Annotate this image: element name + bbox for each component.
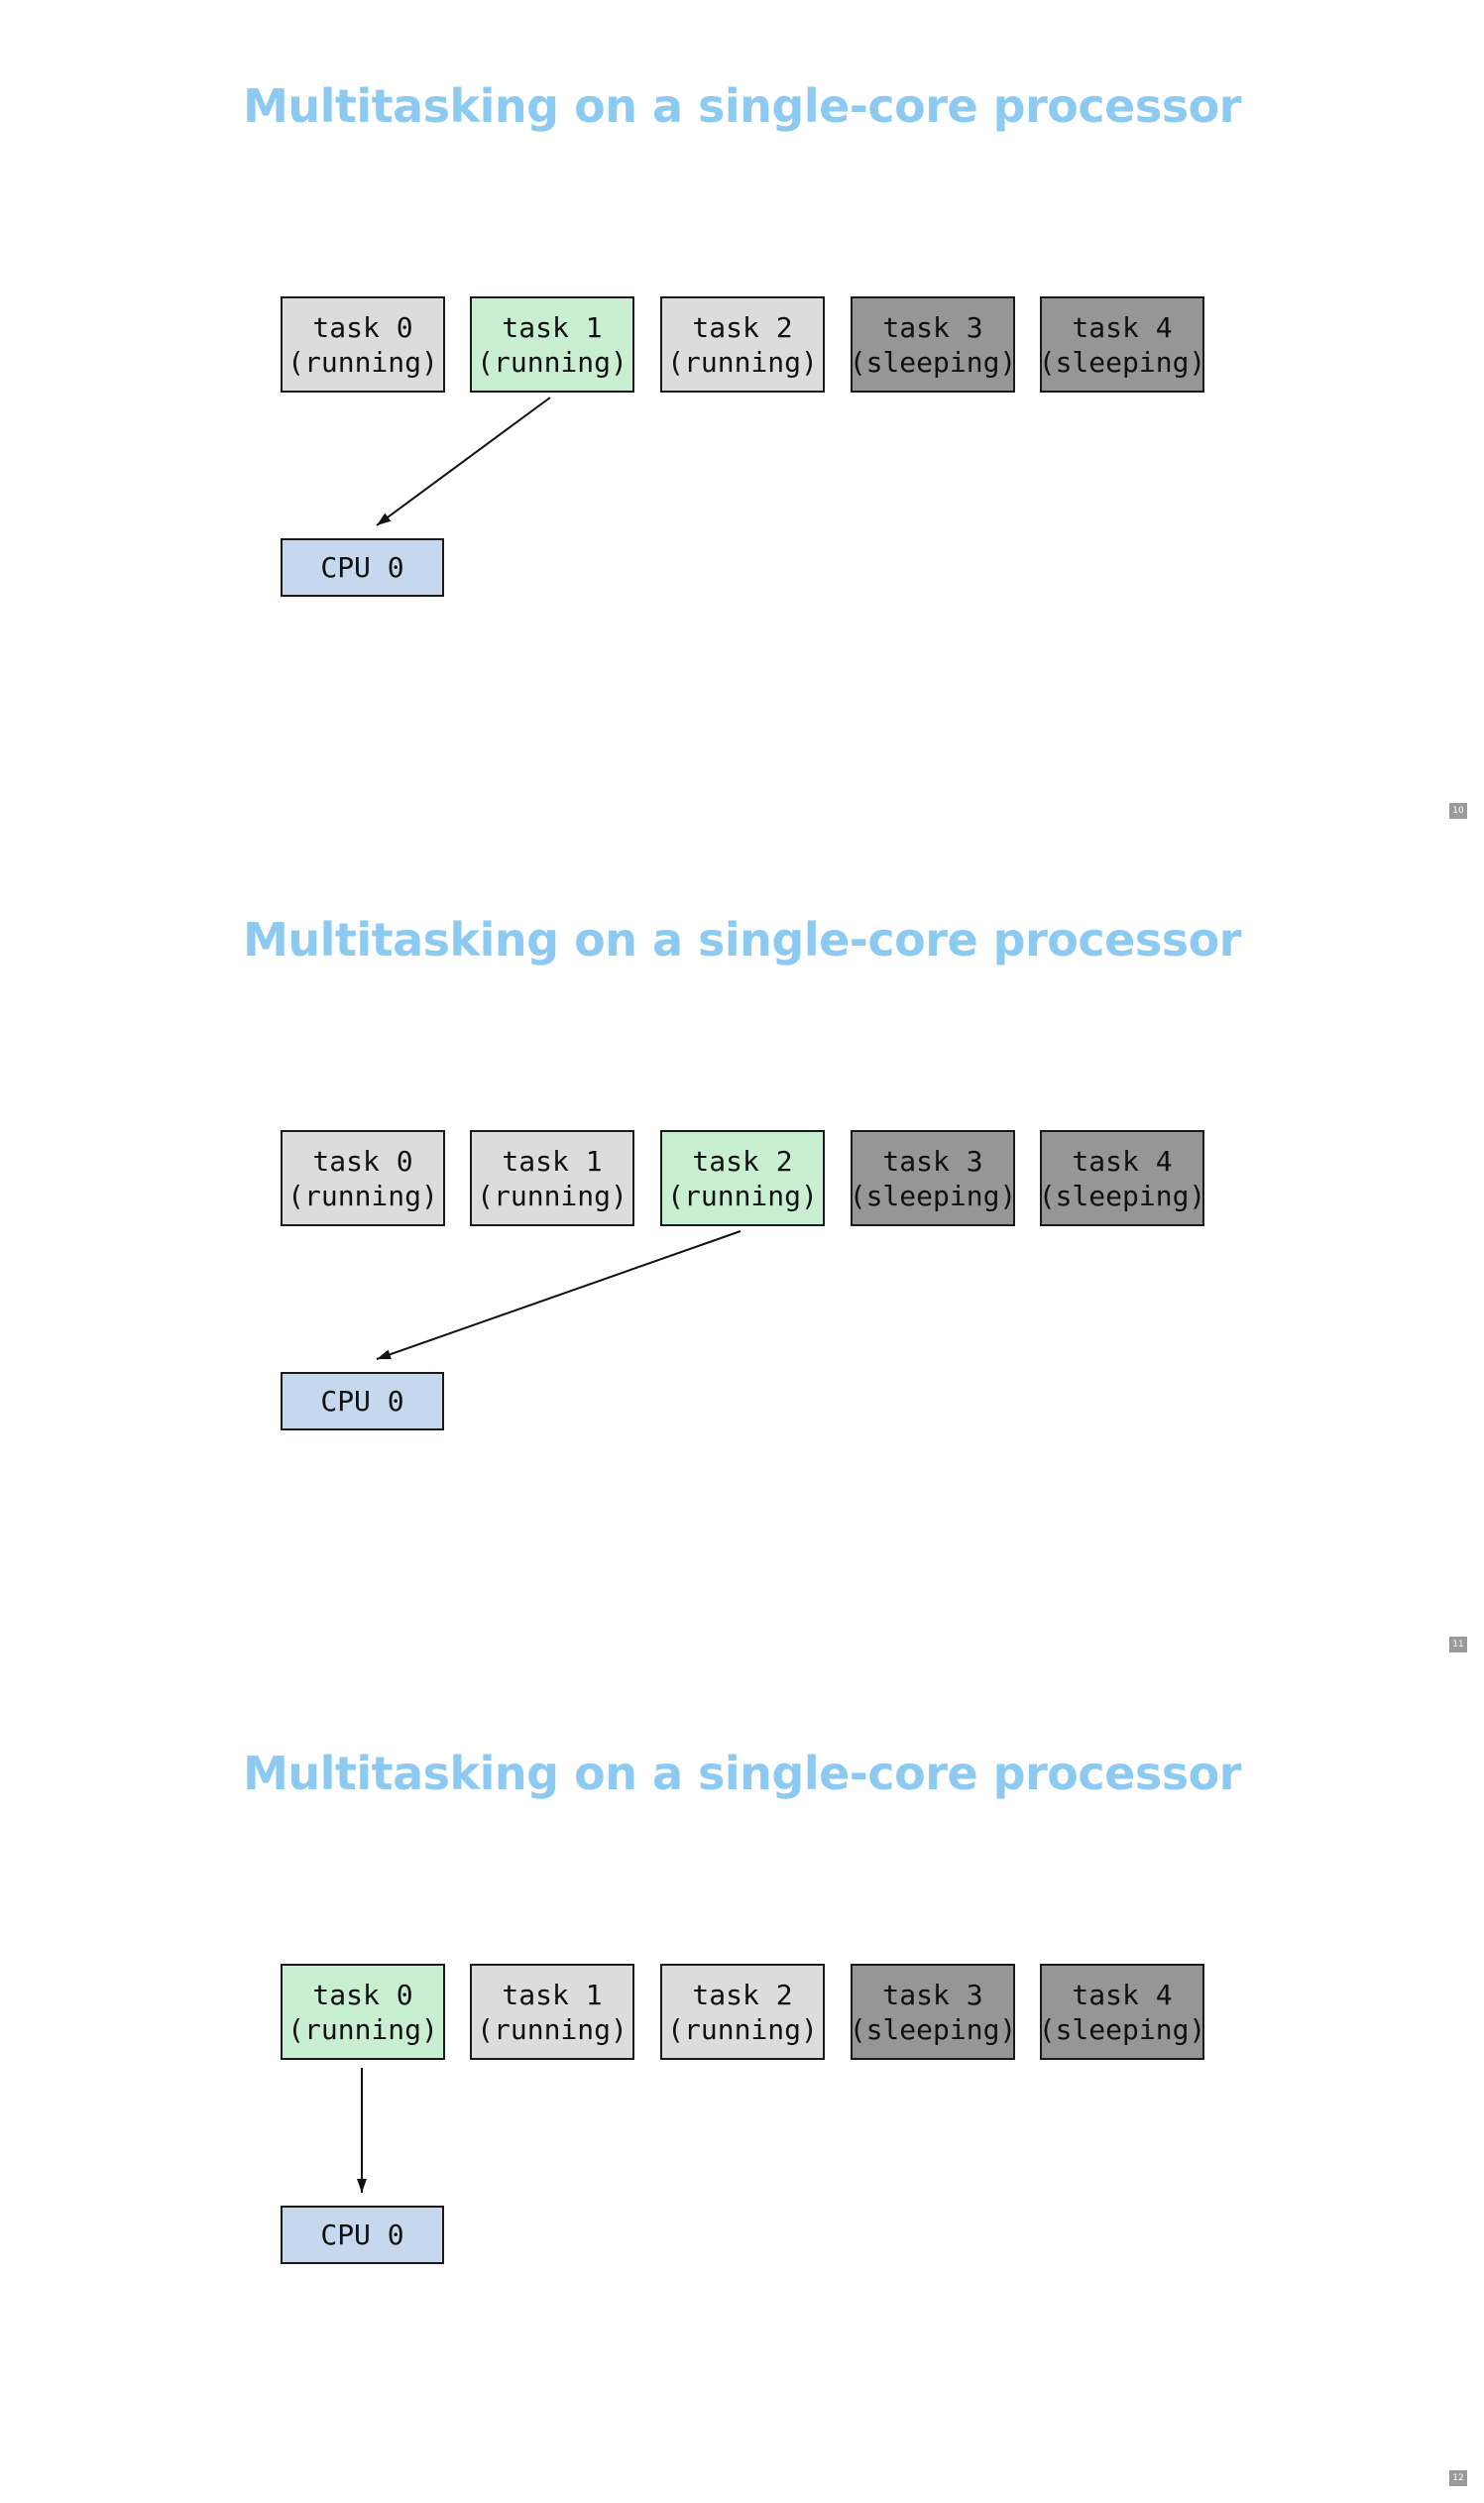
schedule-arrow bbox=[376, 1230, 742, 1360]
task-state: (running) bbox=[477, 1179, 628, 1212]
task-name: task 1 bbox=[502, 1978, 603, 2011]
page-number: 11 bbox=[1449, 1637, 1467, 1652]
task-state: (running) bbox=[287, 345, 438, 379]
arrow-head bbox=[357, 2179, 367, 2193]
task-name: task 1 bbox=[502, 310, 603, 344]
schedule-arrow bbox=[376, 397, 551, 526]
task-state: (sleeping) bbox=[849, 1179, 1017, 1212]
task-state: (sleeping) bbox=[1038, 1179, 1206, 1212]
slide-title: Multitasking on a single-core processor bbox=[243, 79, 1241, 133]
task-state: (running) bbox=[667, 2012, 818, 2046]
task-state: (running) bbox=[477, 2012, 628, 2046]
task-state: (running) bbox=[287, 1179, 438, 1212]
task-box-0: task 0(running) bbox=[281, 1130, 445, 1226]
task-box-4: task 4(sleeping) bbox=[1038, 1130, 1206, 1226]
slide-12: Multitasking on a single-core processor t… bbox=[0, 1667, 1484, 2501]
task-state: (running) bbox=[667, 1179, 818, 1212]
arrow-head bbox=[377, 1349, 392, 1360]
task-state: (running) bbox=[477, 345, 628, 379]
task-name: task 3 bbox=[882, 1978, 983, 2011]
task-state: (sleeping) bbox=[1038, 2012, 1206, 2046]
task-box-1: task 1(running) bbox=[470, 296, 634, 393]
task-state: (running) bbox=[287, 2012, 438, 2046]
task-box-0: task 0(running) bbox=[281, 1964, 445, 2060]
task-name: task 2 bbox=[692, 310, 793, 344]
task-box-1: task 1(running) bbox=[470, 1130, 634, 1226]
cpu-label: CPU 0 bbox=[320, 1385, 404, 1418]
task-state: (running) bbox=[667, 345, 818, 379]
task-box-4: task 4(sleeping) bbox=[1038, 1964, 1206, 2060]
arrow-head bbox=[377, 512, 392, 525]
task-name: task 3 bbox=[882, 1144, 983, 1178]
task-state: (sleeping) bbox=[849, 2012, 1017, 2046]
task-box-4: task 4(sleeping) bbox=[1038, 296, 1206, 393]
slide-title: Multitasking on a single-core processor bbox=[243, 913, 1241, 967]
task-box-1: task 1(running) bbox=[470, 1964, 634, 2060]
schedule-arrow bbox=[357, 2068, 367, 2193]
cpu-box: CPU 0 bbox=[281, 2206, 444, 2264]
slide-11: Multitasking on a single-core processor t… bbox=[0, 834, 1484, 1667]
task-box-3: task 3(sleeping) bbox=[849, 1130, 1017, 1226]
task-box-0: task 0(running) bbox=[281, 296, 445, 393]
task-name: task 3 bbox=[882, 310, 983, 344]
task-box-3: task 3(sleeping) bbox=[849, 296, 1017, 393]
task-name: task 0 bbox=[312, 1978, 413, 2011]
task-name: task 4 bbox=[1072, 1978, 1173, 2011]
task-name: task 1 bbox=[502, 1144, 603, 1178]
task-box-2: task 2(running) bbox=[660, 1130, 825, 1226]
page-number: 10 bbox=[1449, 803, 1467, 819]
task-name: task 0 bbox=[312, 1144, 413, 1178]
task-name: task 4 bbox=[1072, 1144, 1173, 1178]
task-state: (sleeping) bbox=[849, 345, 1017, 379]
task-box-2: task 2(running) bbox=[660, 296, 825, 393]
task-name: task 0 bbox=[312, 310, 413, 344]
task-state: (sleeping) bbox=[1038, 345, 1206, 379]
slide-title: Multitasking on a single-core processor bbox=[243, 1747, 1241, 1800]
arrow-line bbox=[376, 1230, 742, 1360]
task-box-2: task 2(running) bbox=[660, 1964, 825, 2060]
task-name: task 2 bbox=[692, 1144, 793, 1178]
page-number: 12 bbox=[1449, 2470, 1467, 2486]
cpu-label: CPU 0 bbox=[320, 551, 404, 584]
cpu-label: CPU 0 bbox=[320, 2219, 404, 2251]
cpu-box: CPU 0 bbox=[281, 538, 444, 597]
task-box-3: task 3(sleeping) bbox=[849, 1964, 1017, 2060]
cpu-box: CPU 0 bbox=[281, 1372, 444, 1430]
slide-10: Multitasking on a single-core processor t… bbox=[0, 0, 1484, 834]
arrow-line bbox=[376, 397, 551, 526]
task-name: task 4 bbox=[1072, 310, 1173, 344]
task-name: task 2 bbox=[692, 1978, 793, 2011]
